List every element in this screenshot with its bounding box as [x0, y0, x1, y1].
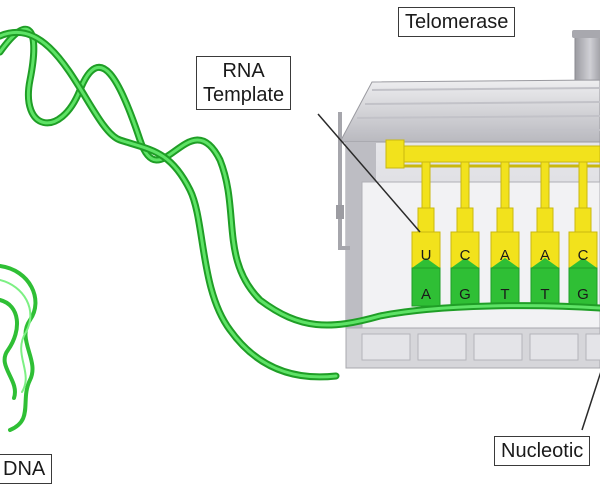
template-pin: AT [530, 161, 560, 307]
pin-stem [540, 161, 550, 213]
dna-base-letter: G [459, 286, 471, 303]
dna-base-letter: A [421, 286, 431, 303]
template-pin: AT [490, 161, 520, 307]
base-pair-notch [451, 258, 479, 268]
rna-base-letter: C [460, 247, 471, 264]
pin-stem [578, 161, 588, 213]
rna-base-letter: A [500, 247, 510, 264]
pin-stem [421, 161, 431, 213]
rna-template-rail [385, 145, 600, 163]
base-pair-notch [491, 258, 519, 268]
base-pair-notch [531, 258, 559, 268]
rna-template-label-line1: RNA [222, 60, 265, 82]
rna-template-label: RNA Template [196, 56, 292, 110]
base-pair-notch [412, 258, 440, 268]
dna-label-text: DNA [3, 458, 46, 480]
enzyme-pipe [338, 112, 350, 250]
nucleotides-label: Nucleotic [494, 436, 591, 466]
rna-base-letter: A [540, 247, 550, 264]
rna-base-letter: C [578, 247, 589, 264]
telomerase-label: Telomerase [398, 7, 516, 37]
rna-template-label-line2: Template [203, 84, 285, 106]
nucleotides-label-text: Nucleotic [501, 440, 584, 462]
leader-lines [317, 113, 600, 431]
telomerase-enzyme [336, 30, 600, 369]
dna-base-block [450, 267, 480, 307]
dna-base-letter: T [500, 286, 509, 303]
template-pin: CG [568, 161, 598, 307]
dna-coil [0, 264, 38, 432]
rna-template [385, 139, 600, 169]
dna-strand [0, 25, 600, 432]
dna-base-block [568, 267, 598, 307]
nucleotides-leader [581, 372, 600, 431]
pin-collar [496, 207, 514, 233]
pin-stem [500, 161, 510, 213]
template-pin: UA [411, 161, 441, 307]
pin-collar [574, 207, 592, 233]
dna-base-letter: G [577, 286, 589, 303]
rna-base-letter: U [421, 247, 432, 264]
pin-collar [456, 207, 474, 233]
rna-template-leader [317, 113, 421, 233]
pin-collar [417, 207, 435, 233]
dna-base-block [530, 267, 560, 307]
dna-base-letter: T [540, 286, 549, 303]
template-pin: CG [450, 161, 480, 307]
dna-base-block [411, 267, 441, 307]
pin-collar [536, 207, 554, 233]
dna-label: DNA [0, 454, 53, 484]
telomerase-label-text: Telomerase [405, 11, 509, 33]
base-pair-notch [569, 258, 597, 268]
pin-stem [460, 161, 470, 213]
